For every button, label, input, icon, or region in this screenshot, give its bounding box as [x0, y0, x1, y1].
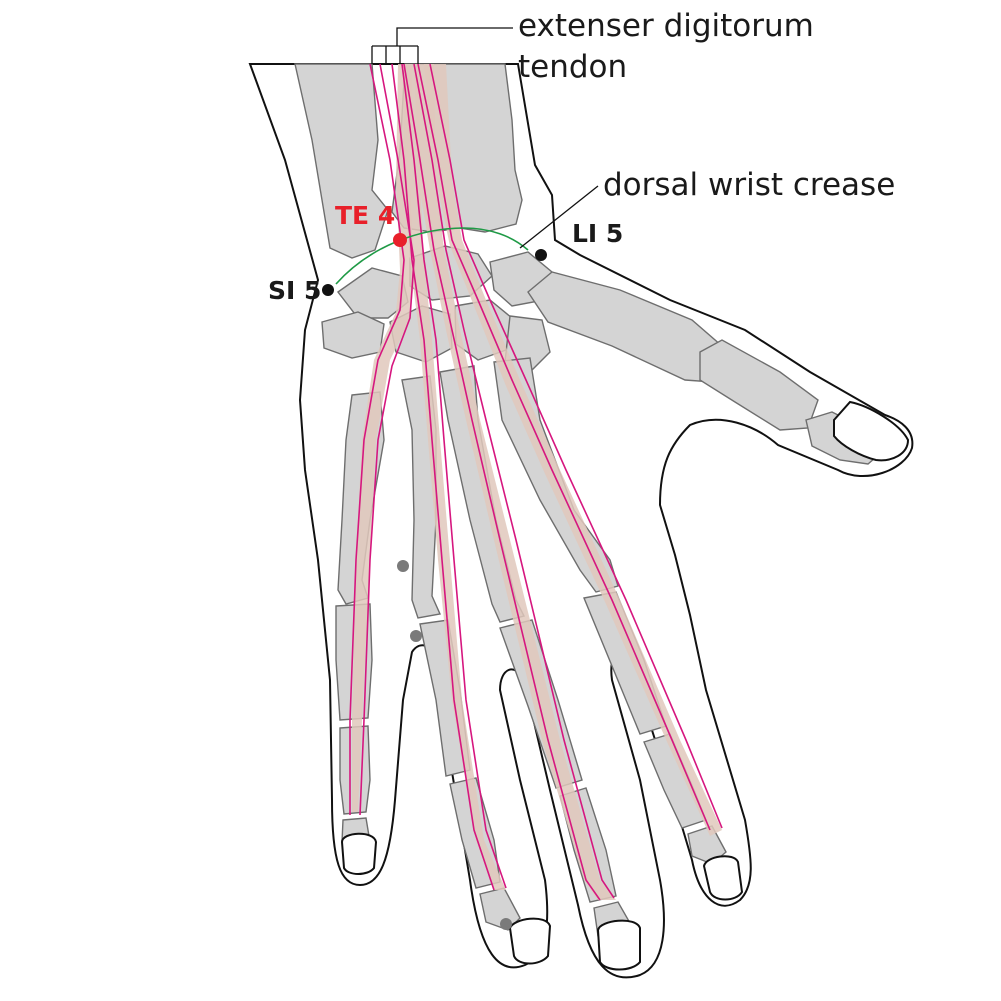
tendon-line-middle-a: [403, 63, 601, 901]
si5-point[interactable]: [322, 284, 334, 296]
tendon-line-ring-b: [401, 63, 507, 889]
li5-label: LI 5: [572, 219, 623, 248]
tendon-line-little-a: [349, 63, 405, 815]
gray-point-2: [410, 630, 422, 642]
tendon-band-ring: [404, 64, 506, 890]
tendon-line-little-b: [359, 63, 415, 816]
nail-ring: [508, 917, 552, 965]
tendon-line-ring-a: [391, 63, 495, 891]
gray-point-3: [500, 918, 512, 930]
tendon-label-line2: tendon: [518, 49, 627, 85]
tendon-leader-line: [371, 27, 513, 64]
dorsal-wrist-crease-line: [335, 227, 529, 285]
gray-point-1: [397, 560, 409, 572]
nail-middle: [596, 919, 641, 971]
tendon-line-middle-b: [413, 63, 615, 899]
tendon-line-index-b: [429, 63, 723, 829]
tendon-label-line1: extenser digitorum: [518, 8, 814, 44]
te4-point[interactable]: [393, 233, 407, 247]
nail-index: [702, 855, 744, 901]
leader-lines: [371, 27, 599, 249]
tendon-line-index-a: [417, 63, 711, 831]
te4-label: TE 4: [335, 201, 395, 230]
li5-point[interactable]: [535, 249, 547, 261]
crease-leader-line: [519, 185, 599, 249]
si5-label: SI 5: [268, 276, 321, 305]
crease-label: dorsal wrist crease: [603, 167, 895, 203]
tendon-lines: [349, 63, 723, 901]
nail-little: [340, 832, 378, 875]
ulna-bone: [294, 63, 389, 259]
nail-thumb: [833, 400, 910, 462]
